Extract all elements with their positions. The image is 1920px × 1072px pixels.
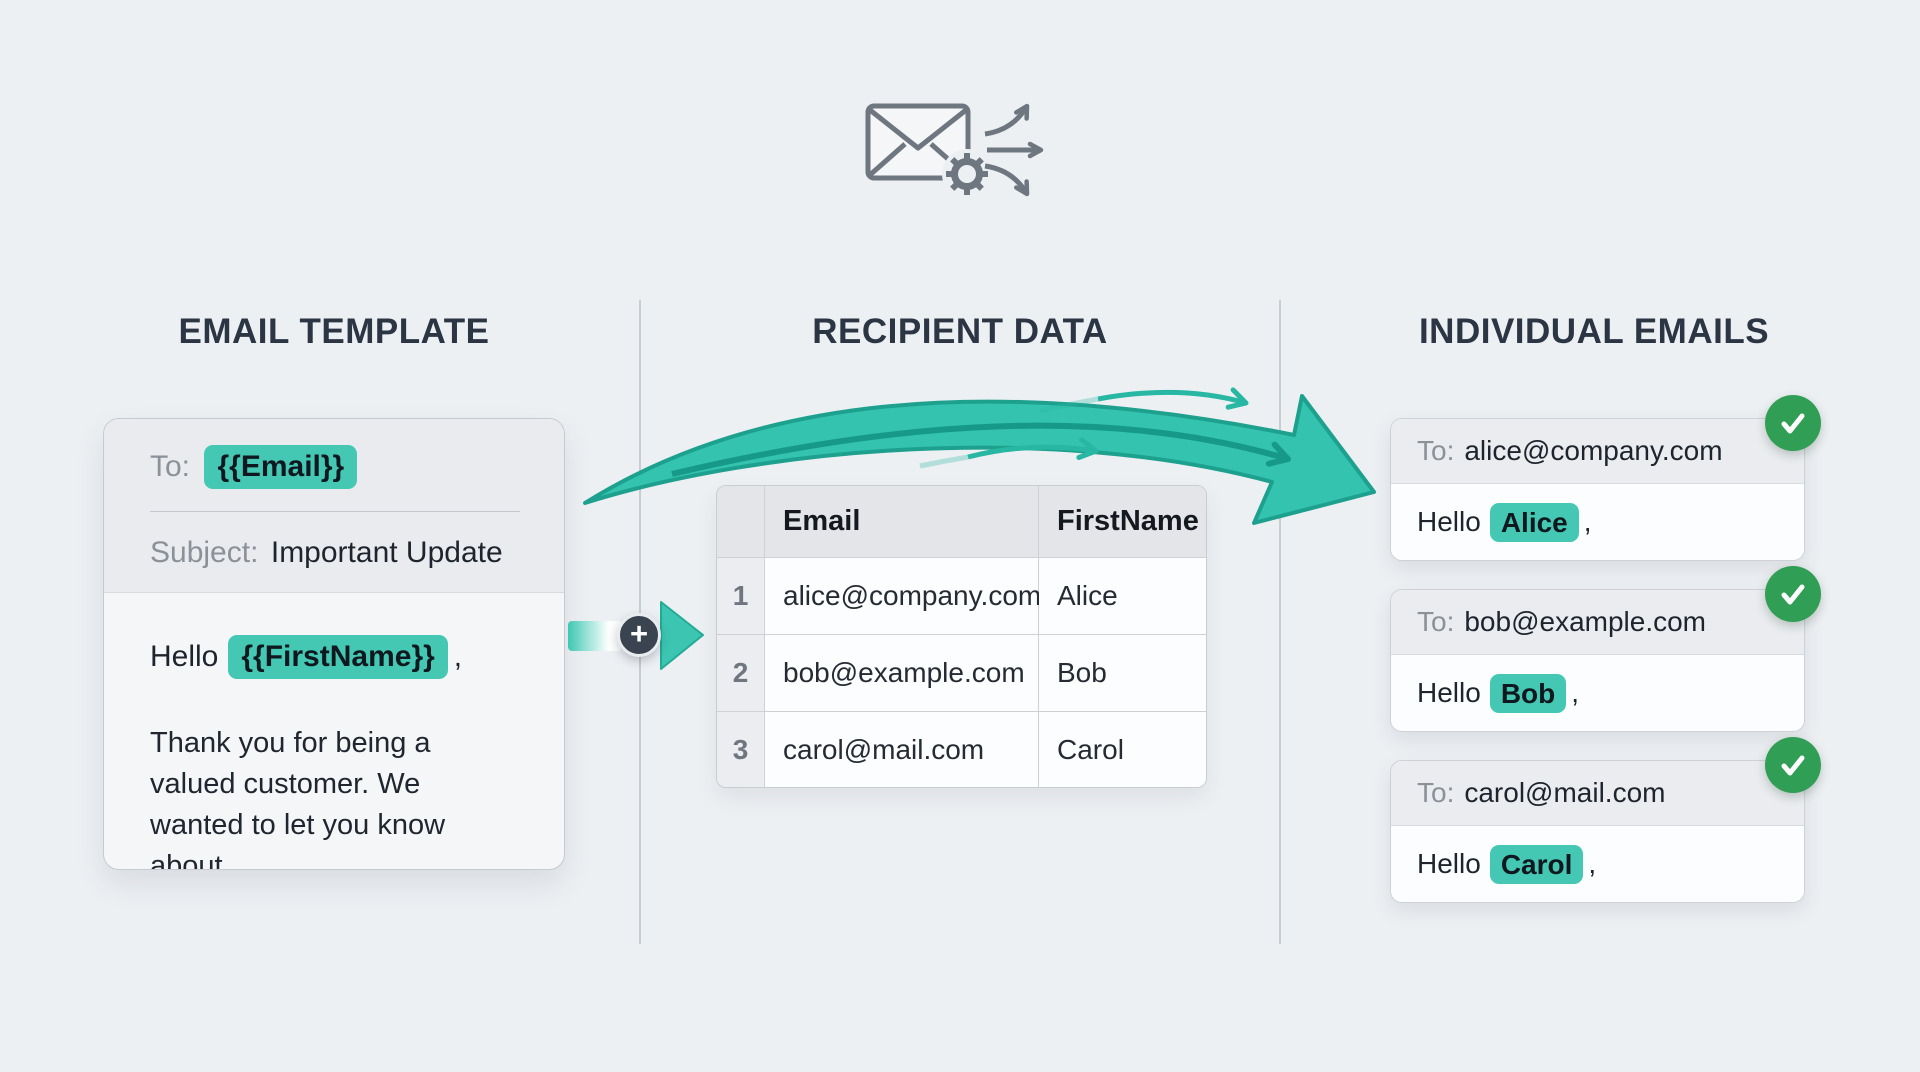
cell-firstname: Bob <box>1039 635 1206 712</box>
email-card-header: To: bob@example.com <box>1391 590 1804 655</box>
recipient-name-chip: Alice <box>1489 502 1579 542</box>
individual-email-card: To: carol@mail.com Hello Carol, <box>1390 737 1821 903</box>
template-subject-row: Subject: Important Update <box>150 536 520 570</box>
email-variable-chip: {{Email}} <box>204 445 358 489</box>
section-heading-template: EMAIL TEMPLATE <box>178 312 490 351</box>
recipient-data-table: Email FirstName 1 alice@company.com Alic… <box>716 485 1207 788</box>
email-template-card: To: {{Email}} Subject: Important Update … <box>103 418 565 870</box>
checkmark-icon <box>1781 584 1805 605</box>
greeting-suffix: , <box>1588 848 1597 879</box>
section-heading-individual: INDIVIDUAL EMAILS <box>1418 312 1770 351</box>
template-card-header: To: {{Email}} Subject: Important Update <box>104 419 564 593</box>
individual-email-card: To: alice@company.com Hello Alice, <box>1390 395 1821 561</box>
greeting-suffix: , <box>1571 677 1580 708</box>
checkmark-icon <box>1781 413 1805 434</box>
to-label: To: <box>150 450 191 483</box>
greeting-prefix: Hello <box>1417 677 1481 708</box>
cell-firstname: Carol <box>1039 712 1206 787</box>
section-heading-recipients: RECIPIENT DATA <box>812 312 1108 351</box>
to-label: To: <box>1417 777 1455 808</box>
header-separator <box>150 510 520 512</box>
envelope-merge-icon <box>865 103 1044 199</box>
to-address: carol@mail.com <box>1464 777 1666 808</box>
greeting-suffix: , <box>1583 506 1592 537</box>
cell-email: alice@company.com <box>765 558 1041 635</box>
subject-value: Important Update <box>270 536 503 569</box>
to-address: alice@company.com <box>1464 435 1723 466</box>
section-divider-right <box>1279 300 1281 944</box>
success-check-badge <box>1765 737 1821 793</box>
to-label: To: <box>1417 435 1455 466</box>
firstname-variable-chip: {{FirstName}} <box>228 635 448 679</box>
cell-email: carol@mail.com <box>765 712 1039 787</box>
greeting-prefix: Hello <box>1417 848 1481 879</box>
template-to-row: To: {{Email}} <box>150 445 520 489</box>
recipient-name-chip: Bob <box>1489 673 1567 713</box>
template-card-body: Hello {{FirstName}}, Thank you for being … <box>104 593 564 870</box>
greeting-suffix: , <box>453 640 463 673</box>
success-check-badge <box>1765 566 1821 622</box>
email-card-body: Hello Bob, <box>1391 655 1804 731</box>
row-number: 1 <box>717 558 765 635</box>
individual-email-card: To: bob@example.com Hello Bob, <box>1390 566 1821 732</box>
cell-email: bob@example.com <box>765 635 1039 712</box>
row-number: 3 <box>717 712 765 787</box>
greeting-prefix: Hello <box>150 640 219 673</box>
column-header-email: Email <box>765 486 1039 558</box>
email-card-header: To: alice@company.com <box>1391 419 1804 484</box>
connector-fade-band <box>568 621 622 651</box>
subject-label: Subject: <box>150 536 259 569</box>
template-body-text: Thank you for being a valued customer. W… <box>150 726 446 870</box>
email-card-header: To: carol@mail.com <box>1391 761 1804 826</box>
checkmark-icon <box>1781 755 1805 776</box>
column-header-firstname: FirstName <box>1039 486 1206 558</box>
to-address: bob@example.com <box>1464 606 1707 637</box>
greeting-prefix: Hello <box>1417 506 1481 537</box>
connector-arrowhead <box>660 601 704 670</box>
success-check-badge <box>1765 395 1821 451</box>
plus-icon: + <box>617 613 661 657</box>
table-corner-cell <box>717 486 765 558</box>
cell-firstname: Alice <box>1039 558 1206 635</box>
recipient-name-chip: Carol <box>1489 844 1584 884</box>
template-greeting: Hello {{FirstName}}, <box>150 635 520 679</box>
row-number: 2 <box>717 635 765 712</box>
email-card-body: Hello Carol, <box>1391 826 1804 902</box>
to-label: To: <box>1417 606 1455 637</box>
email-card-body: Hello Alice, <box>1391 484 1804 560</box>
